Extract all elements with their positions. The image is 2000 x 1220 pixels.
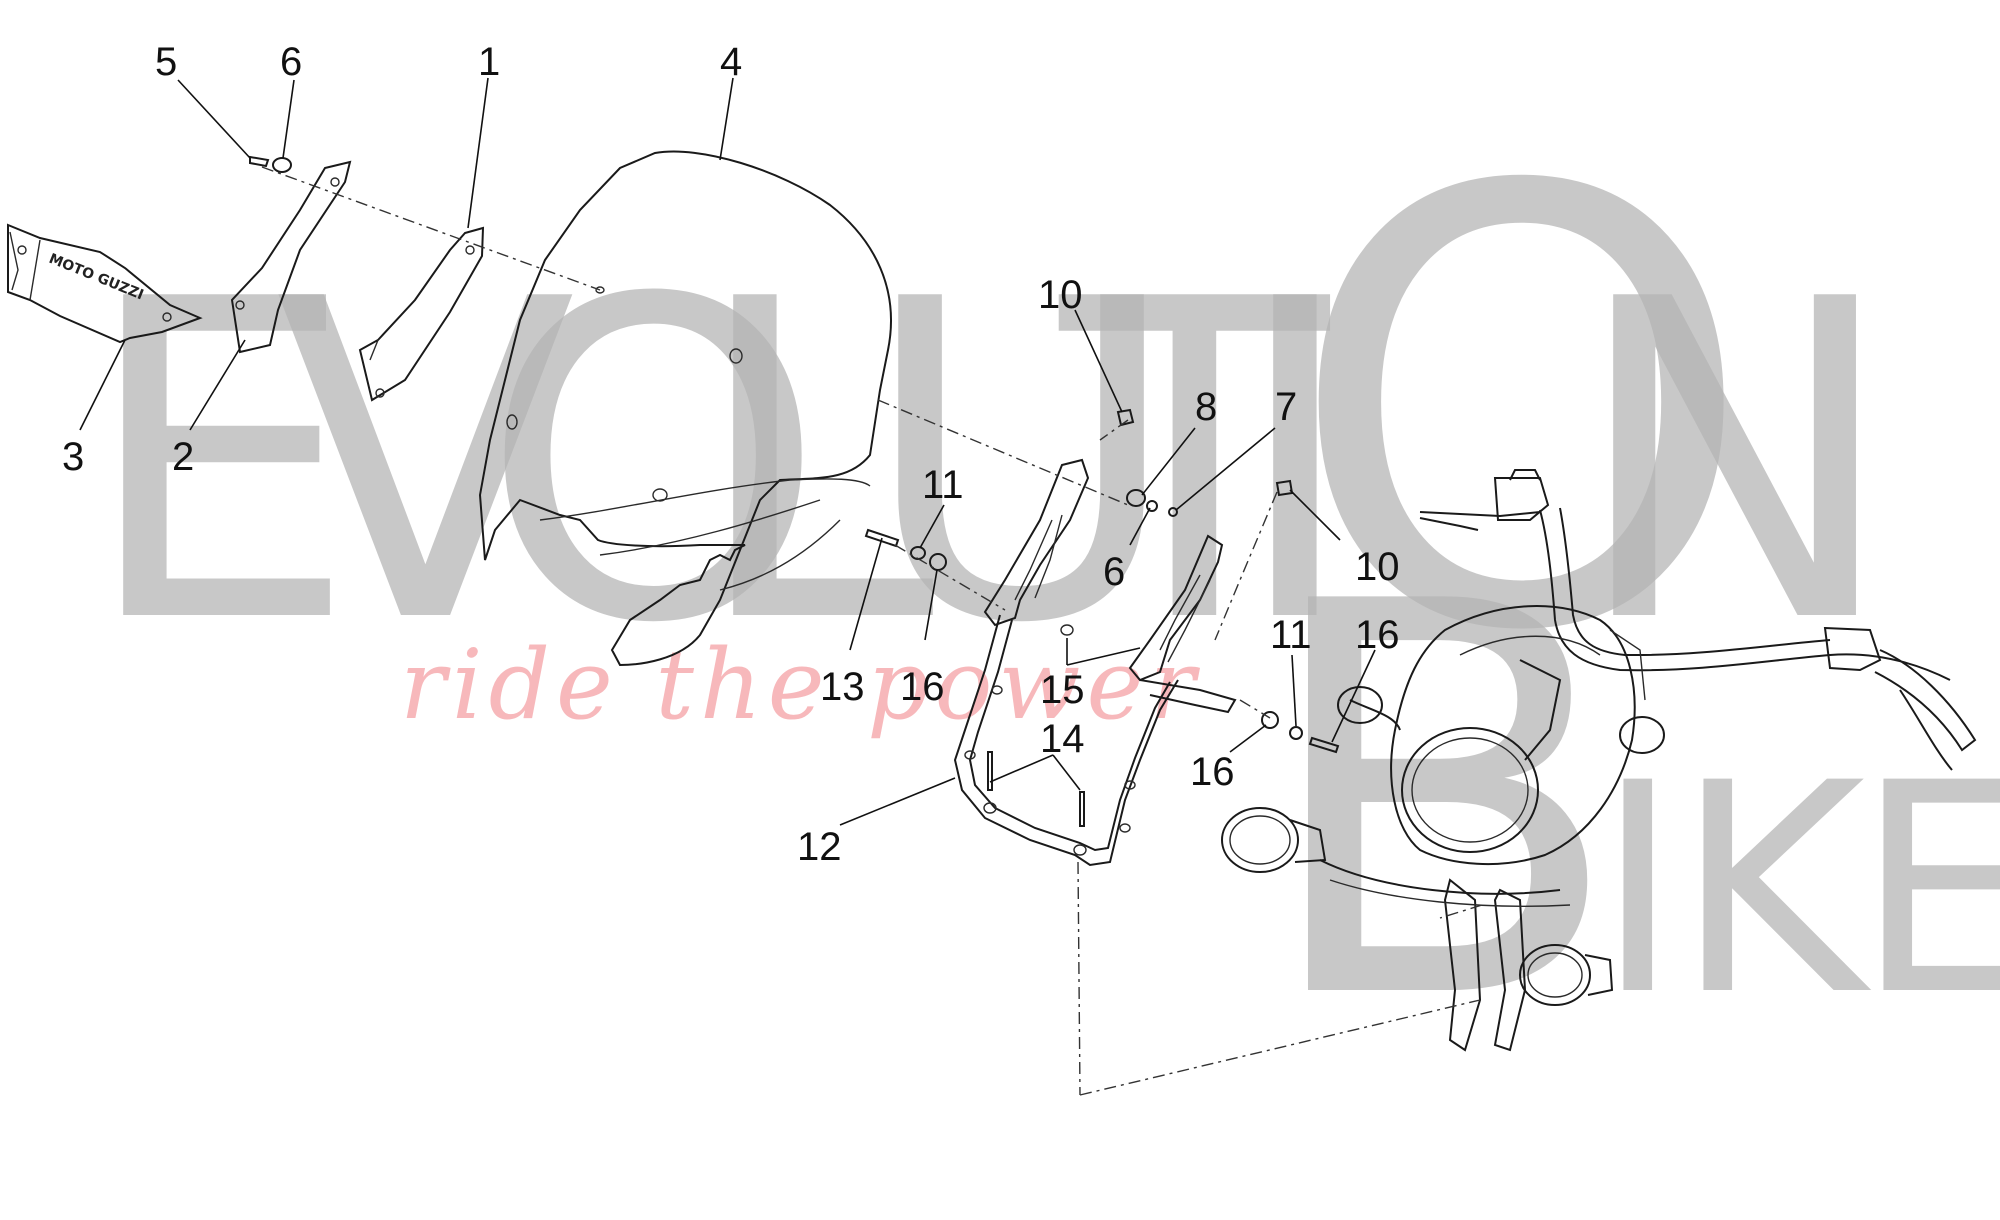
callout-8: 8 [1195,385,1217,429]
callout-16-top-right: 16 [1355,613,1400,657]
callout-15: 15 [1040,668,1085,712]
watermark-letter-i: I [1230,207,1360,719]
callout-12: 12 [797,825,842,869]
watermark-letter-b: B [1255,490,1625,1118]
part-8-washer [1126,489,1146,507]
watermark-letter-o2: O [1285,63,1757,762]
callout-labels: 5 6 1 4 3 2 10 8 7 6 10 11 13 16 15 14 1… [62,40,1400,869]
part-16-bush-right [1261,711,1279,729]
callout-16-bottom: 16 [1190,750,1235,794]
callout-14: 14 [1040,717,1085,761]
part-7-nut [1168,507,1178,517]
watermark-letter-e2: E [1855,722,2000,1059]
part-16-bush-left [929,553,947,571]
callout-3: 3 [62,435,84,479]
callout-16-left: 16 [900,665,945,709]
alignment-lines [261,166,1483,1096]
callout-1: 1 [478,40,500,84]
callout-11-right: 11 [1270,613,1312,657]
part-2-plate [230,160,352,354]
watermark-letter-o: O [480,207,826,719]
watermark-letter-l: L [690,207,938,719]
part-11-spacer-right [1289,726,1303,740]
watermark-letter-t: T [1053,207,1335,719]
callout-10-right: 10 [1355,545,1400,589]
part-10-nut-top [1116,408,1135,427]
part-14-bolt-b [1079,791,1085,827]
watermark-letter-u: U [860,207,1182,719]
handlebar-headlight-assembly [1221,469,1977,1052]
part-16-bolt-right [1308,736,1340,754]
watermark-letter-v: V [275,207,578,719]
part-14-bolt-a [987,751,993,791]
callout-2: 2 [172,435,194,479]
callout-4: 4 [720,40,742,84]
watermark: E V O L U T I O N B I K E ride the power [80,63,2000,1118]
callout-7: 7 [1275,385,1297,429]
callout-10-top: 10 [1038,273,1083,317]
callout-11-left: 11 [922,463,964,507]
watermark-tagline: ride the power [400,629,1201,741]
part-15-washer [1060,624,1074,636]
part-6-washer [1146,500,1158,512]
callout-5: 5 [155,40,177,84]
callout-6: 6 [1103,550,1125,594]
watermark-letter-n: N [1570,207,1899,719]
callout-13: 13 [820,665,865,709]
watermark-letter-e: E [80,207,358,719]
leader-lines [79,77,1376,826]
part-12-mount-bracket [953,458,1237,867]
watermark-letter-i2: I [1595,722,1681,1059]
callout-9: 6 [280,40,302,84]
part-4-windscreen [478,150,892,667]
part-9-spacer [272,157,292,173]
watermark-letter-k: K [1675,722,1874,1059]
part-5-screw [249,155,270,168]
